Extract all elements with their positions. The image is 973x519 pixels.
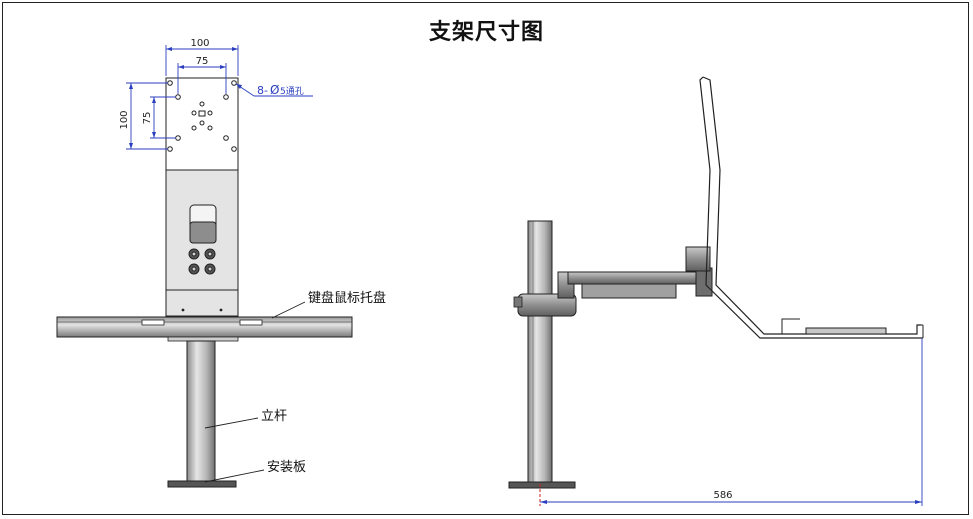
hole-note-suffix: 5通孔 [280, 86, 304, 97]
side-base-plate [508, 481, 576, 489]
hole-note-symbol: Ø [270, 83, 279, 97]
side-tray-pad [805, 327, 887, 335]
dim-side-75: 75 [142, 112, 153, 125]
dimension-arrows [129, 47, 242, 149]
side-view: 586 [508, 76, 924, 506]
arm-beam [567, 271, 701, 285]
dim-reach: 586 [713, 490, 732, 501]
hole-note-prefix: 8- [257, 84, 268, 97]
label-tray: 键盘鼠标托盘 [308, 290, 386, 306]
dim-side-100: 100 [119, 110, 130, 129]
dim-top-100: 100 [190, 38, 209, 49]
column-knobs [188, 248, 216, 275]
drawing-title: 支架尺寸图 [428, 20, 544, 45]
dim-top-75: 75 [196, 56, 209, 67]
side-pole [527, 220, 553, 484]
front-base-plate [167, 480, 237, 488]
label-leaders [204, 301, 306, 483]
front-view: 100 75 100 75 8- Ø 5通孔 键盘鼠标托盘 立杆 安装板 [56, 38, 386, 488]
dimension-lines [126, 45, 313, 150]
tilt-head [685, 246, 711, 272]
vesa-holes [167, 80, 237, 152]
label-pole: 立杆 [261, 409, 287, 424]
arm-lower-plate [581, 283, 677, 299]
keyboard-tray [56, 316, 353, 338]
label-base-plate: 安装板 [267, 460, 306, 475]
upright-bracket [702, 76, 921, 335]
front-pole [186, 340, 216, 482]
